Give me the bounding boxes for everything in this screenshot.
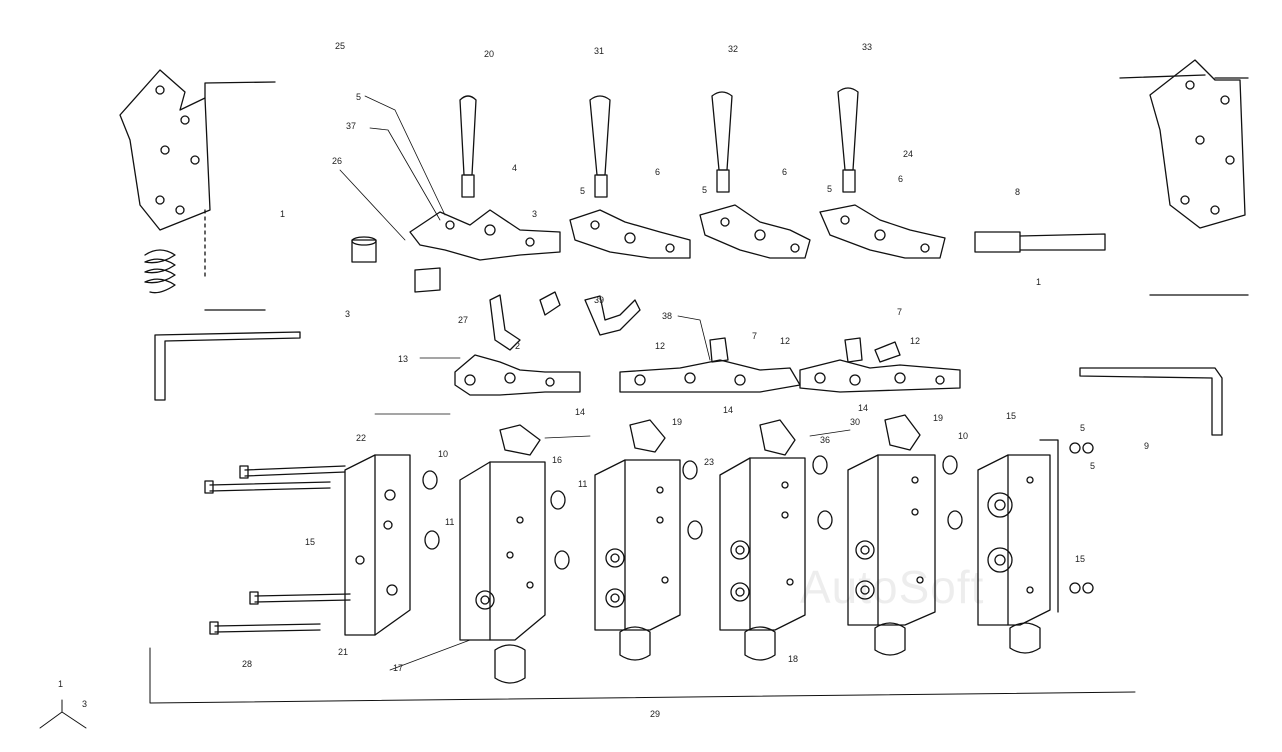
- callout-24: 24: [903, 149, 914, 159]
- valve-block-stack: [345, 415, 1093, 683]
- callout-14-b: 14: [723, 405, 734, 415]
- right-mounting-bracket: [1120, 60, 1248, 295]
- callout-27: 27: [458, 315, 469, 325]
- callout-17: 17: [393, 663, 404, 673]
- axis-label-x: 3: [82, 699, 88, 709]
- callout-25: 25: [335, 41, 346, 51]
- callout-5-f: 5: [1090, 461, 1096, 471]
- callout-6-c: 6: [898, 174, 904, 184]
- callout-20: 20: [484, 49, 495, 59]
- callout-3-b: 3: [345, 309, 351, 319]
- leader-lines: [340, 96, 850, 670]
- callout-14-a: 14: [575, 407, 586, 417]
- left-l-rod: [155, 310, 300, 400]
- callout-1-a: 1: [280, 209, 286, 219]
- left-mounting-bracket: [120, 70, 275, 280]
- axis-label-y: 1: [58, 679, 64, 689]
- callout-39: 39: [594, 295, 605, 305]
- callout-33: 33: [862, 42, 873, 52]
- control-lever-3: [712, 92, 732, 192]
- callout-7-b: 7: [897, 307, 903, 317]
- callout-21: 21: [338, 647, 349, 657]
- control-lever-2: [590, 96, 610, 197]
- callout-3-a: 3: [532, 209, 538, 219]
- callout-15-b: 15: [1006, 411, 1017, 421]
- callout-6-b: 6: [782, 167, 788, 177]
- callout-10-a: 10: [438, 449, 449, 459]
- callout-5-e: 5: [1080, 423, 1086, 433]
- callout-5-c: 5: [702, 185, 708, 195]
- base-frame-outline: [150, 648, 1135, 703]
- callout-18: 18: [788, 654, 799, 664]
- spring-part: [145, 250, 175, 293]
- callout-14-c: 14: [858, 403, 869, 413]
- callout-11-a: 11: [445, 517, 455, 527]
- callout-10-b: 10: [958, 431, 969, 441]
- callout-38: 38: [662, 311, 673, 321]
- axis-tripod: [40, 700, 86, 728]
- callout-2: 2: [515, 341, 521, 351]
- callout-15-a: 15: [305, 537, 316, 547]
- callout-19-a: 19: [672, 417, 683, 427]
- callout-26: 26: [332, 156, 343, 166]
- callout-12-c: 12: [910, 336, 921, 346]
- callout-12-a: 12: [655, 341, 666, 351]
- linkage-row-top: [352, 205, 1105, 292]
- callout-15-c: 15: [1075, 554, 1086, 564]
- callout-13: 13: [398, 354, 409, 364]
- callout-4-a: 4: [512, 163, 518, 173]
- callout-23: 23: [704, 457, 715, 467]
- callout-30: 30: [850, 417, 861, 427]
- callout-12-b: 12: [780, 336, 791, 346]
- tie-rods: [205, 466, 350, 634]
- callout-29: 29: [650, 709, 661, 719]
- control-lever-4: [838, 88, 858, 192]
- callout-28: 28: [242, 659, 253, 669]
- callout-32: 32: [728, 44, 739, 54]
- callout-8: 8: [1015, 187, 1021, 197]
- callout-5-d: 5: [827, 184, 833, 194]
- callout-7-a: 7: [752, 331, 758, 341]
- callout-5-a: 5: [356, 92, 362, 102]
- callout-1-b: 1: [1036, 277, 1042, 287]
- callout-6-a: 6: [655, 167, 661, 177]
- control-lever-1: [460, 96, 476, 197]
- callout-31: 31: [594, 46, 605, 56]
- callout-16: 16: [552, 455, 563, 465]
- watermark: AutoSoft: [800, 561, 985, 613]
- right-l-rod: [1080, 368, 1222, 435]
- callout-36: 36: [820, 435, 831, 445]
- callout-11-b: 11: [578, 479, 588, 489]
- linkage-row-middle: [455, 292, 960, 395]
- callout-19-b: 19: [933, 413, 944, 423]
- callout-9: 9: [1144, 441, 1150, 451]
- callout-22: 22: [356, 433, 367, 443]
- callout-5-b: 5: [580, 186, 586, 196]
- callout-37: 37: [346, 121, 357, 131]
